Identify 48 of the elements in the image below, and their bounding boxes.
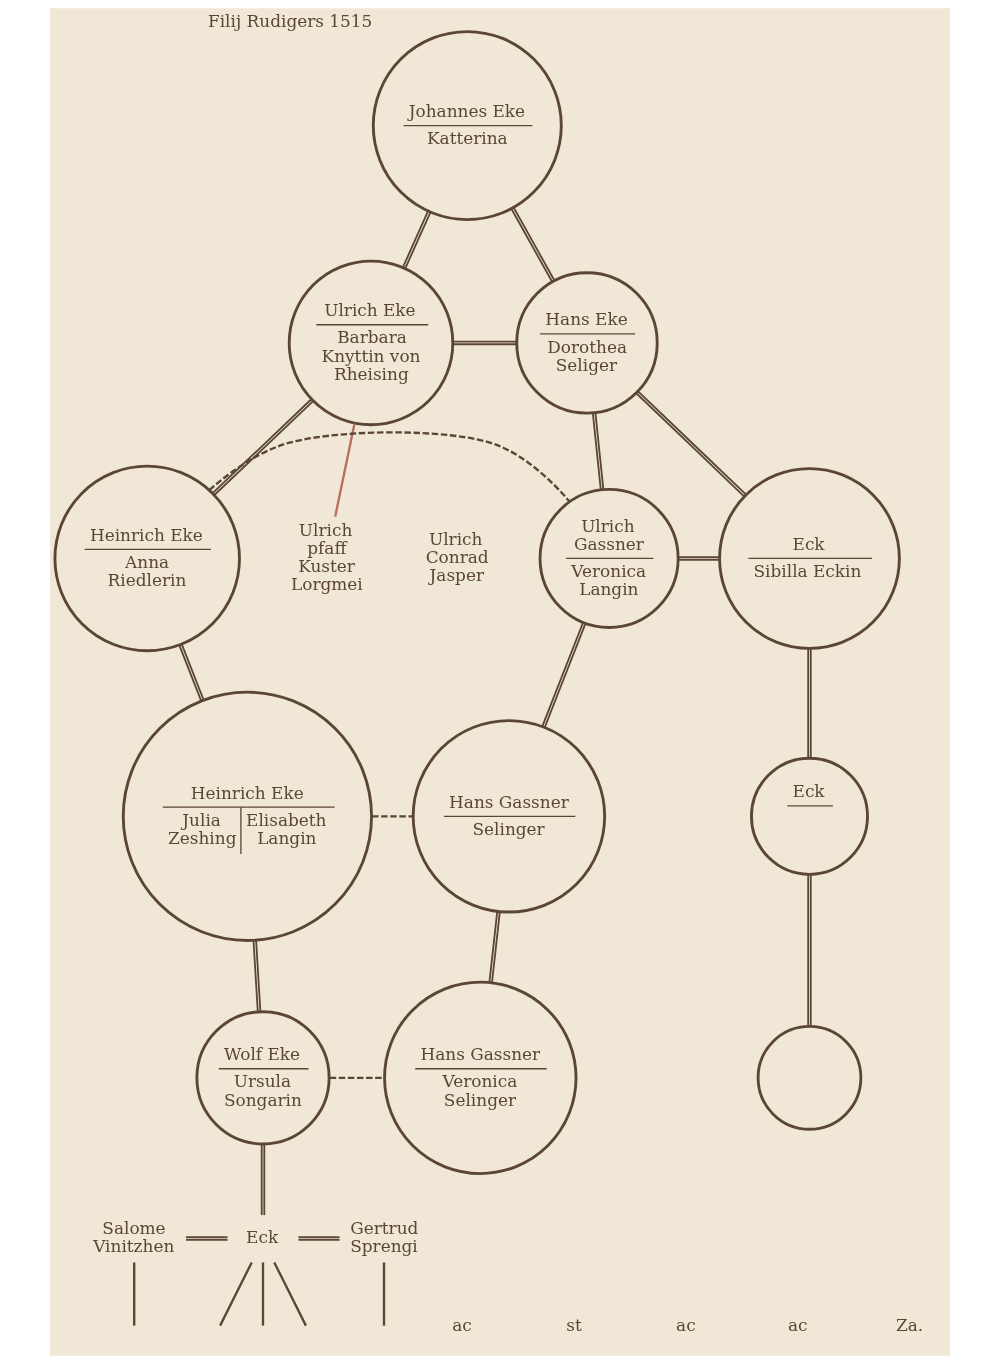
node-circle — [756, 1025, 863, 1131]
connector — [541, 621, 587, 729]
node-circle: Wolf Eke Ursula Songarin — [195, 1010, 331, 1146]
node-label: Ulrich Conrad Jasper — [425, 528, 489, 586]
node-circle: Heinrich Eke Julia Zeshing Elisabeth Langin — [121, 690, 373, 942]
connector — [219, 1261, 253, 1327]
label: Za. — [896, 1315, 924, 1336]
node-circle: Johannes Eke Katterina — [371, 30, 563, 221]
label: ac — [787, 1315, 808, 1336]
label: st — [566, 1315, 582, 1336]
label: ac — [452, 1315, 472, 1336]
connector — [807, 873, 812, 1028]
connector — [510, 206, 556, 283]
node-circle: Eck Sibilla Eckin — [718, 467, 901, 650]
node-text: Ulrich pfaff Kuster Lorgmei — [290, 519, 363, 595]
node-circle: Eck — [750, 756, 869, 876]
connector — [807, 647, 812, 760]
node-circle: Ulrich Gassner Veronica Langin — [538, 488, 680, 629]
node-label: Filij Rudigers 1515 — [207, 11, 373, 32]
node-text: Eck — [246, 1227, 279, 1247]
node-circle: Hans Gassner Selinger — [411, 719, 607, 914]
connector — [178, 643, 205, 702]
connector — [297, 1236, 341, 1241]
connector — [591, 411, 605, 491]
connector — [329, 1076, 385, 1079]
connector — [252, 939, 262, 1013]
connector — [260, 1143, 266, 1216]
node-circle: Heinrich Eke Anna Riedlerin — [53, 464, 241, 653]
connector — [208, 431, 571, 503]
connector — [402, 210, 432, 270]
connector — [185, 1236, 229, 1241]
connector — [635, 390, 747, 498]
connector — [261, 1262, 265, 1326]
connector — [488, 910, 501, 984]
node-text: Gertrud Sprengi — [350, 1217, 419, 1257]
connector — [211, 398, 314, 496]
connector — [382, 1262, 386, 1326]
node-circle: Hans Eke Dorothea Seliger — [515, 271, 659, 415]
connector — [133, 1262, 136, 1326]
connector — [273, 1261, 307, 1327]
connector — [372, 815, 414, 818]
connector — [334, 423, 356, 517]
node-text: Salome Vinitzhen — [93, 1217, 175, 1257]
label: ac — [676, 1315, 696, 1336]
node-circle: Hans Gassner Veronica Selinger — [383, 980, 578, 1175]
connector — [452, 340, 518, 346]
connector — [677, 556, 720, 561]
node-circle: Ulrich Eke Barbara Knyttin von Rheising — [287, 259, 455, 427]
